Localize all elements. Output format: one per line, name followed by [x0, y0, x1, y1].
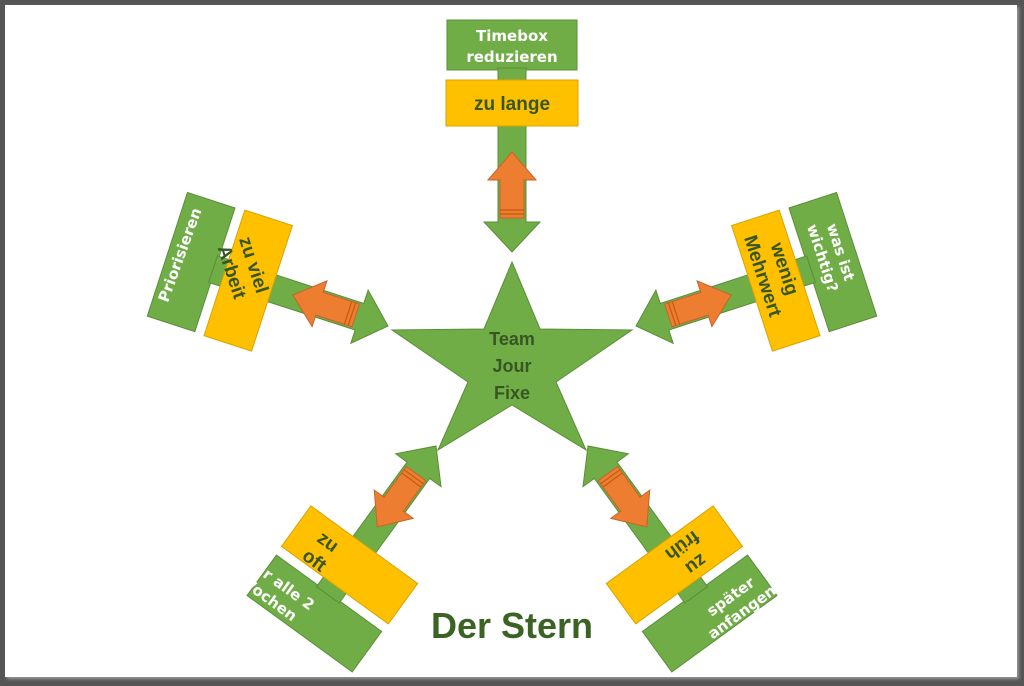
center-label-line-3: Fixe [494, 383, 530, 403]
orange-arrow [663, 280, 732, 328]
orange-arrow-stripe [347, 302, 357, 326]
center-star: Team Jour Fixe [390, 260, 634, 452]
solution-label-line-2: reduzieren [466, 48, 557, 66]
problem-box [203, 209, 293, 352]
orange-arrow [373, 465, 427, 528]
orange-arrow-up [486, 151, 538, 219]
orange-arrow-stripe [671, 301, 681, 325]
orange-arrow-stripe [403, 469, 424, 485]
star-shape [390, 260, 634, 452]
solution-label-line-1: Timebox [476, 27, 548, 45]
diagram-title: Der Stern [431, 605, 593, 646]
problem-box [605, 505, 744, 625]
orange-arrow-shape [663, 280, 732, 328]
orange-arrow-stripe [602, 472, 623, 488]
branch-lower-right [582, 445, 778, 673]
orange-arrow-stripe [667, 302, 677, 326]
orange-arrow [597, 465, 651, 528]
problem-box [731, 209, 821, 352]
problem-box [445, 79, 579, 127]
orange-arrow-shape [292, 280, 361, 328]
orange-arrow [292, 280, 361, 328]
branch-lower-left [246, 445, 442, 673]
branch-upper-right [635, 191, 878, 352]
upper-right-problem-text: wenig Mehrwert [739, 233, 802, 320]
orange-arrow-shape [486, 151, 538, 219]
orange-arrow-stripe [401, 472, 422, 488]
problem-label-line-1: zu lange [474, 94, 550, 115]
orange-arrow-stripe [600, 469, 621, 485]
orange-arrow-stripe [343, 301, 353, 325]
problem-box [280, 505, 419, 625]
center-label-line-2: Jour [492, 356, 531, 376]
branch-upper-left [146, 191, 389, 352]
center-label-line-1: Team [489, 329, 535, 349]
branch-top: Timebox reduzieren zu lange [445, 19, 579, 253]
